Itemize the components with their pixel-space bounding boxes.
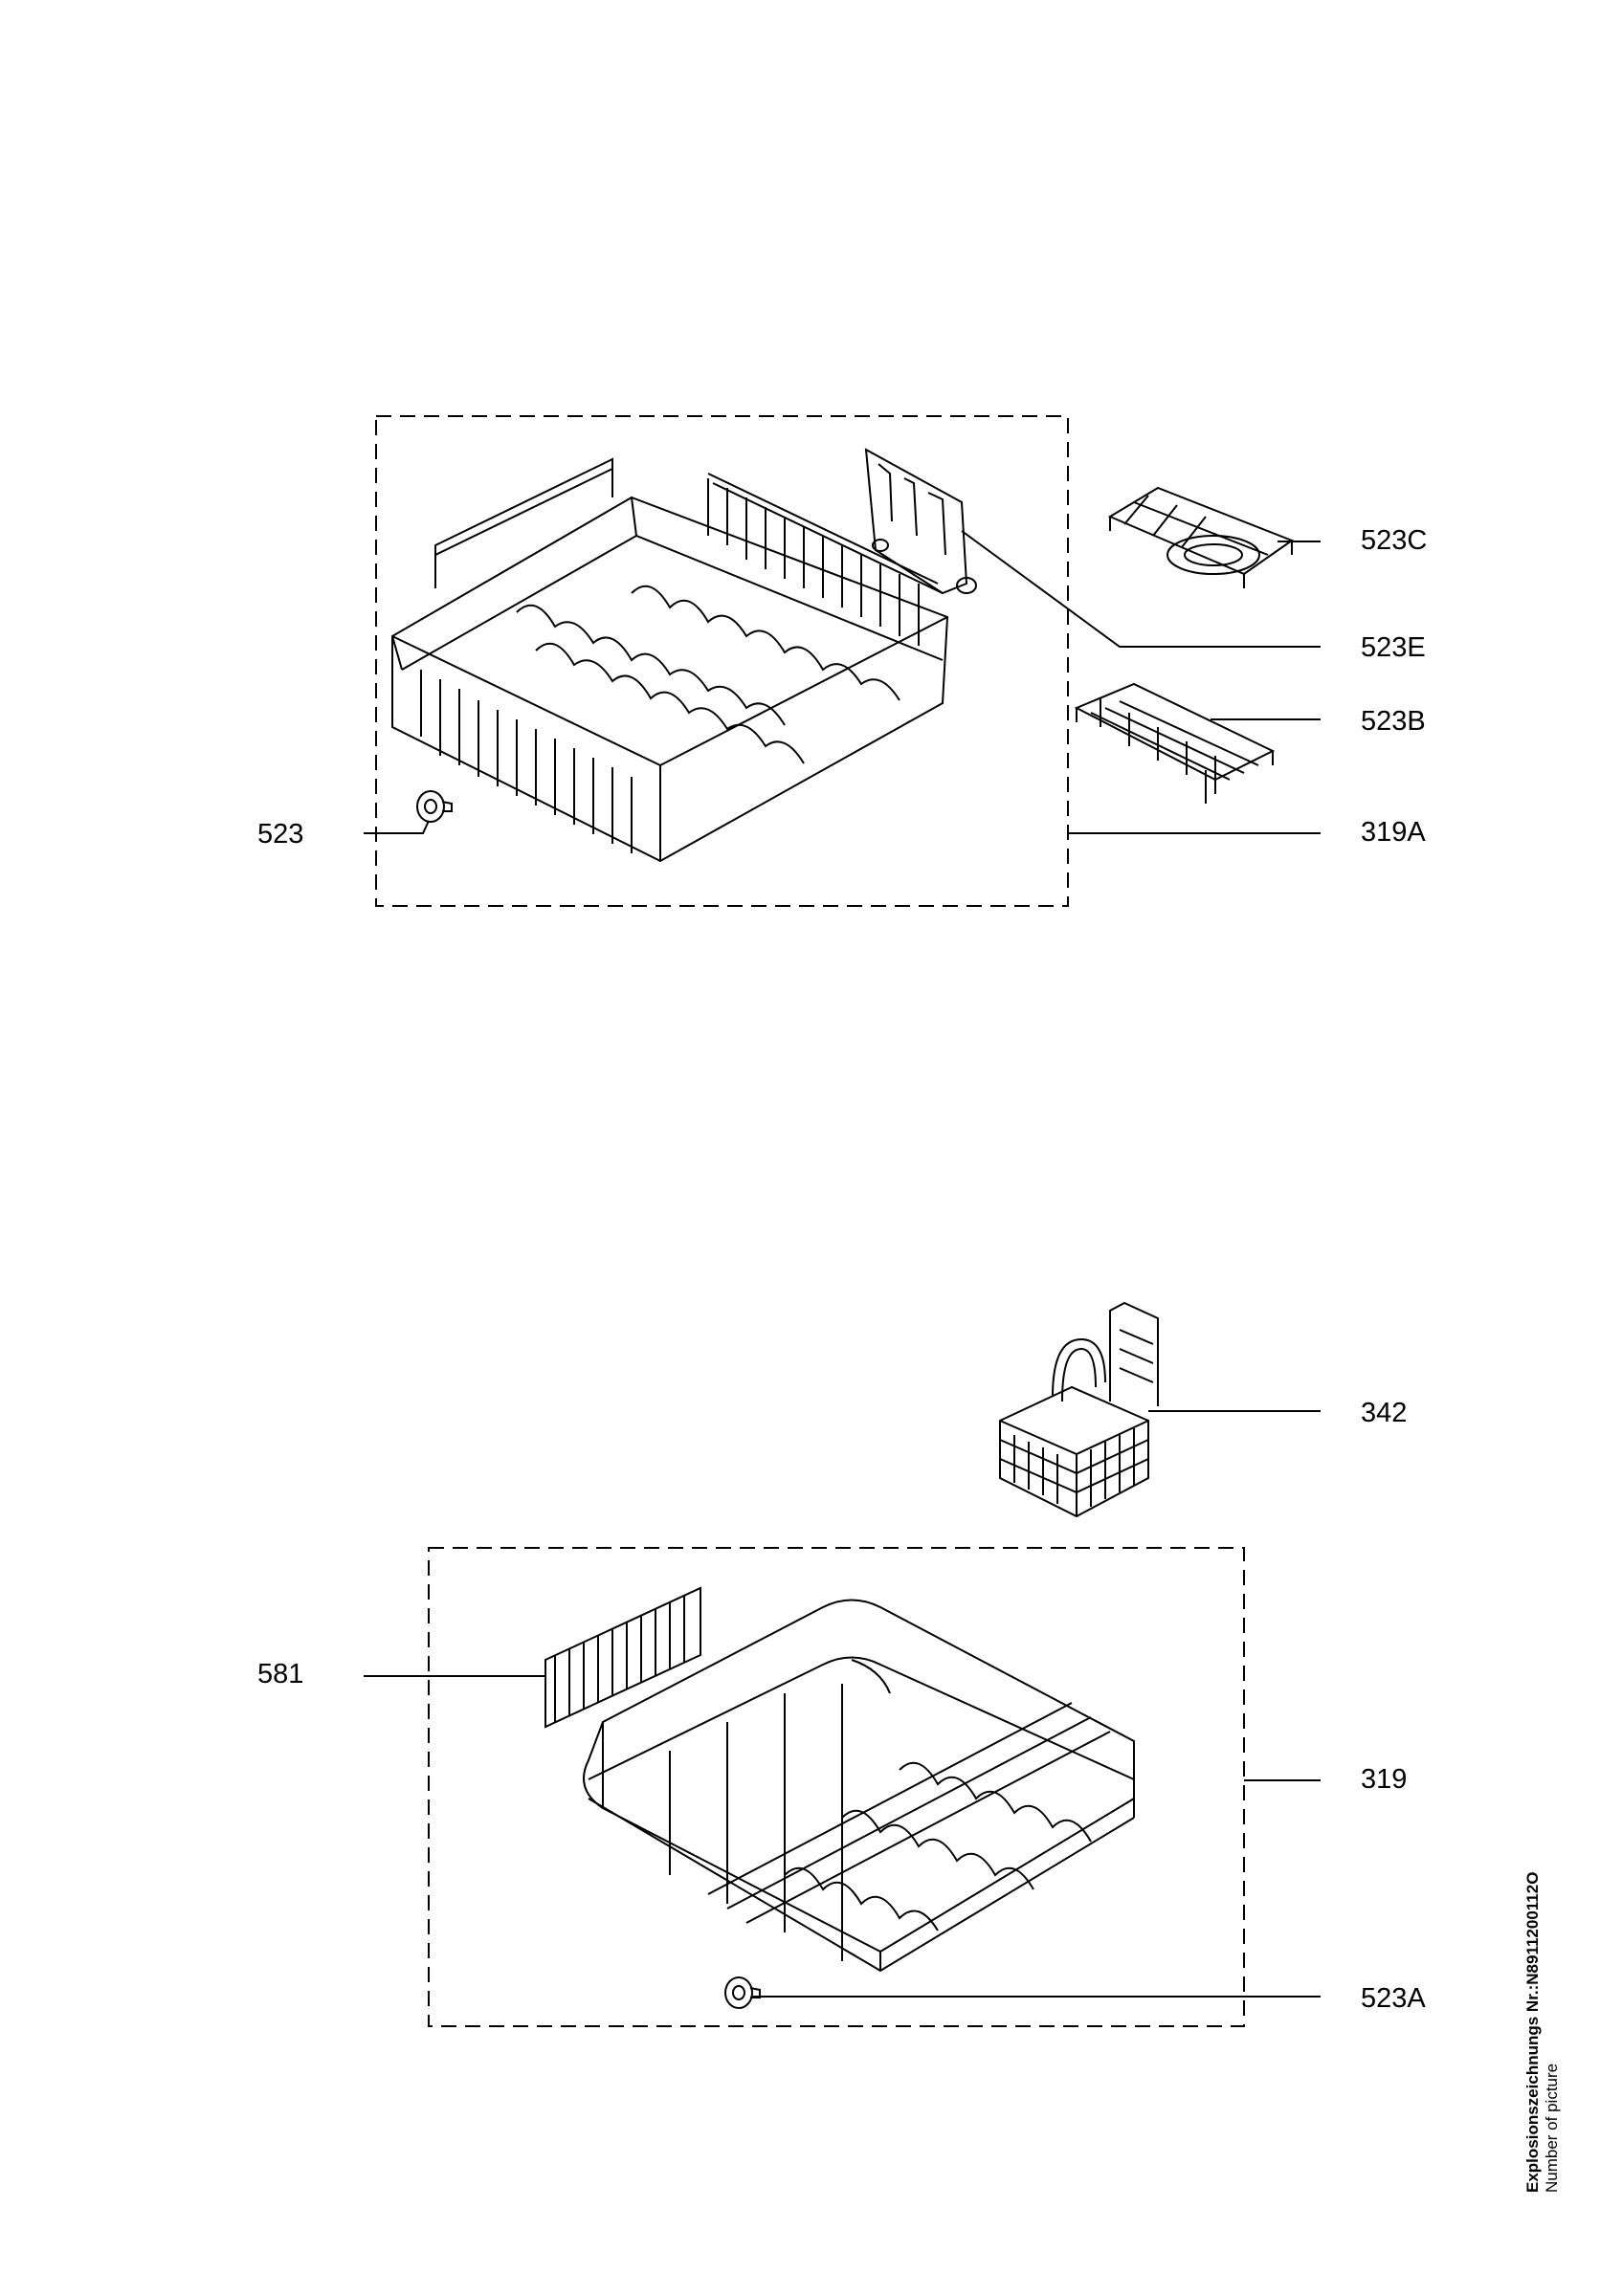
wheel-523A-drawing [725,1977,760,2008]
callout-523C: 523C [1361,525,1428,556]
picture-number-label: Explosionszeichnungs Nr.:N8911200112O [1523,1871,1542,2193]
leader-523 [364,821,429,833]
wheel-523-drawing [417,791,452,822]
callout-523A: 523A [1361,1983,1426,2014]
callout-523B: 523B [1361,706,1426,737]
upper-basket-drawing [392,459,947,861]
picture-number-sublabel: Number of picture [1543,2063,1561,2193]
lower-basket-group-frame [429,1548,1244,2026]
callout-319A: 319A [1361,817,1426,848]
cutlery-basket-342-drawing [1000,1303,1158,1516]
callout-319: 319 [1361,1764,1408,1795]
callout-342: 342 [1361,1398,1408,1428]
rack-523B-drawing [1077,684,1273,804]
callout-523: 523 [257,819,304,850]
leader-523E [962,531,1321,647]
callout-523E: 523E [1361,632,1426,663]
lower-basket-drawing [584,1601,1134,1972]
callout-581: 581 [257,1659,304,1689]
leader-lines [364,531,1321,1997]
upper-basket-group-frame [376,416,1068,906]
insert-581-drawing [545,1588,700,1727]
rack-523C-drawing [1110,488,1292,588]
panel-523E-drawing [866,450,976,593]
